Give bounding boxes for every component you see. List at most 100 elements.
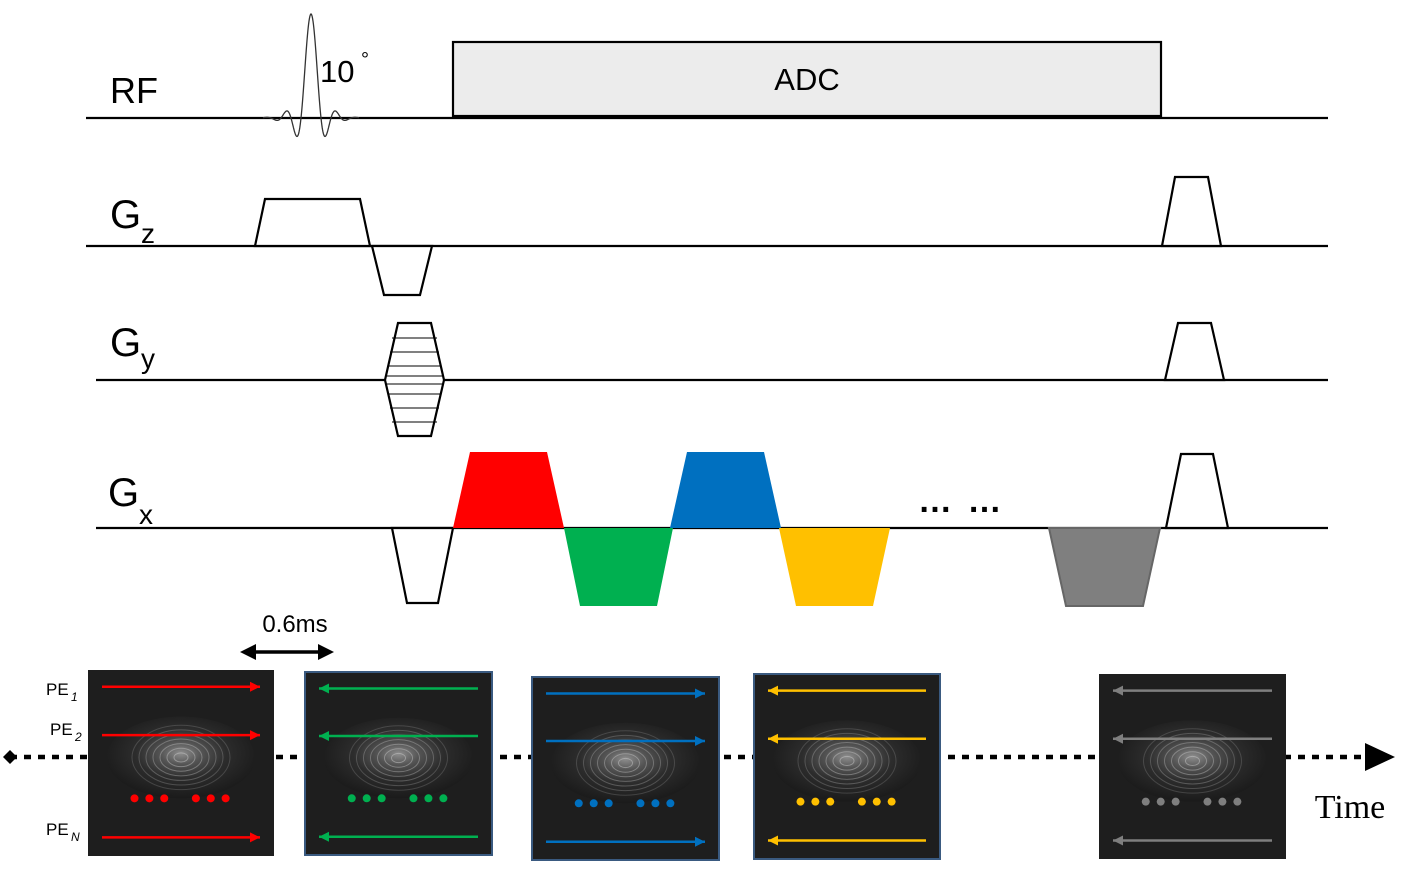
pe-skip-dot	[145, 794, 154, 803]
rf-label: RF	[110, 70, 158, 111]
kspace-ring	[597, 744, 654, 782]
kspace-ring	[1185, 755, 1200, 767]
pe-arrowhead	[768, 685, 778, 696]
pen-label-sub: N	[71, 830, 80, 844]
kspace-ring	[797, 728, 897, 794]
kspace-ring	[391, 752, 406, 764]
gy-label-sub: y	[141, 343, 155, 374]
pe-arrowhead	[1113, 685, 1123, 696]
gz-rephase-lobe	[370, 244, 434, 297]
pe-arrowhead	[319, 831, 329, 842]
kspace-panel-5	[1099, 674, 1286, 859]
pe-arrowhead	[695, 736, 705, 747]
gx-readout-lobe-last	[1047, 527, 1162, 607]
kspace-center	[106, 716, 256, 799]
pe-skip-dot	[1233, 797, 1242, 806]
time-axis-arrowhead	[1365, 743, 1395, 771]
pe-skip-dot	[796, 797, 805, 806]
kspace-panels	[88, 670, 1286, 861]
pe-skip-dot	[191, 794, 200, 803]
kspace-ring	[576, 730, 675, 796]
pe-skip-dot	[574, 799, 583, 808]
pe-arrowhead	[1113, 733, 1123, 744]
kspace-ring	[818, 742, 876, 780]
pe-arrowhead	[250, 681, 260, 692]
pe1-label-main: PE	[46, 680, 69, 699]
kspace-center	[772, 720, 922, 802]
pe-arrow-1	[1113, 685, 1272, 696]
gz-spoiler-lobe	[1160, 175, 1223, 248]
kspace-ring	[1150, 732, 1235, 790]
pe-arrow-1	[319, 683, 478, 694]
pe-arrowhead	[695, 688, 705, 699]
kspace-ring	[1143, 728, 1242, 794]
pe1-label-sub: 1	[71, 690, 78, 704]
pe-arrowhead	[768, 835, 778, 846]
pe-skip-dot	[1218, 797, 1227, 806]
pe-arrow-1	[546, 688, 705, 699]
gx-prephase-lobe	[390, 526, 455, 605]
pe-skip-dot	[811, 797, 820, 806]
pe-arrow-2	[1113, 733, 1272, 744]
kspace-ring	[1164, 742, 1221, 780]
pe-arrowhead	[1113, 835, 1123, 846]
kspace-ring	[611, 753, 640, 773]
kspace-ring	[152, 738, 210, 777]
ellipsis-label: … …	[918, 482, 1004, 520]
pe-arrow-3	[768, 835, 926, 846]
gx-readout-lobe-4	[779, 528, 890, 606]
kspace-ring	[166, 747, 196, 768]
kspace-ring	[138, 729, 224, 786]
pe-arrow-1	[768, 685, 926, 696]
flip-angle-value: 10	[320, 54, 354, 89]
gy-label-main: G	[110, 321, 141, 365]
kspace-panel-3	[531, 676, 720, 861]
pe-arrowhead	[695, 836, 705, 847]
pe-arrowhead	[250, 832, 260, 843]
kspace-center	[323, 717, 474, 799]
kspace-ring	[804, 732, 890, 790]
pe-skip-dot	[347, 794, 356, 803]
pe-skip-dot	[826, 797, 835, 806]
pen-label-main: PE	[46, 820, 69, 839]
kspace-ring	[377, 743, 420, 773]
pe2-label-main: PE	[50, 720, 73, 739]
gz-label-main: G	[110, 193, 141, 237]
pe-skip-dot	[1141, 797, 1150, 806]
kspace-ring	[832, 751, 862, 771]
pe-skip-dot	[857, 797, 866, 806]
gz-label-sub: z	[141, 218, 155, 249]
pe-skip-dot	[439, 794, 448, 803]
pe-arrowhead	[768, 733, 778, 744]
pe-arrow-2	[768, 733, 926, 744]
duration-label: 0.6ms	[262, 611, 327, 638]
pe-skip-dot	[636, 799, 645, 808]
gy-spoiler-lobe	[1163, 321, 1226, 382]
pe-arrow-3	[102, 832, 260, 843]
pe-skip-dot	[206, 794, 215, 803]
kspace-ring	[1171, 746, 1214, 776]
gy-phase-encode-lobe	[383, 321, 446, 438]
pe-skip-dot	[221, 794, 230, 803]
pe-arrowhead	[250, 730, 260, 741]
gx-spoiler-lobe	[1164, 452, 1230, 530]
gx-readout-lobe-1	[453, 452, 564, 528]
pe-skip-dot	[1171, 797, 1180, 806]
pe-skip-dot	[424, 794, 433, 803]
pe-arrow-2	[102, 730, 260, 741]
kspace-ring	[370, 739, 427, 777]
pe-arrow-3	[319, 831, 478, 842]
time-axis-start-diamond	[3, 750, 17, 764]
kspace-ring	[825, 746, 869, 776]
kspace-panel-2	[304, 671, 493, 856]
pe-skip-dot	[666, 799, 675, 808]
pe-skip-dot	[872, 797, 881, 806]
kspace-center	[1117, 720, 1268, 802]
kspace-ring	[384, 748, 413, 768]
pe-skip-dot	[130, 794, 139, 803]
gx-label-main: G	[108, 471, 139, 515]
kspace-ring	[173, 752, 189, 763]
pe-skip-dot	[604, 799, 613, 808]
kspace-ring	[131, 724, 231, 791]
